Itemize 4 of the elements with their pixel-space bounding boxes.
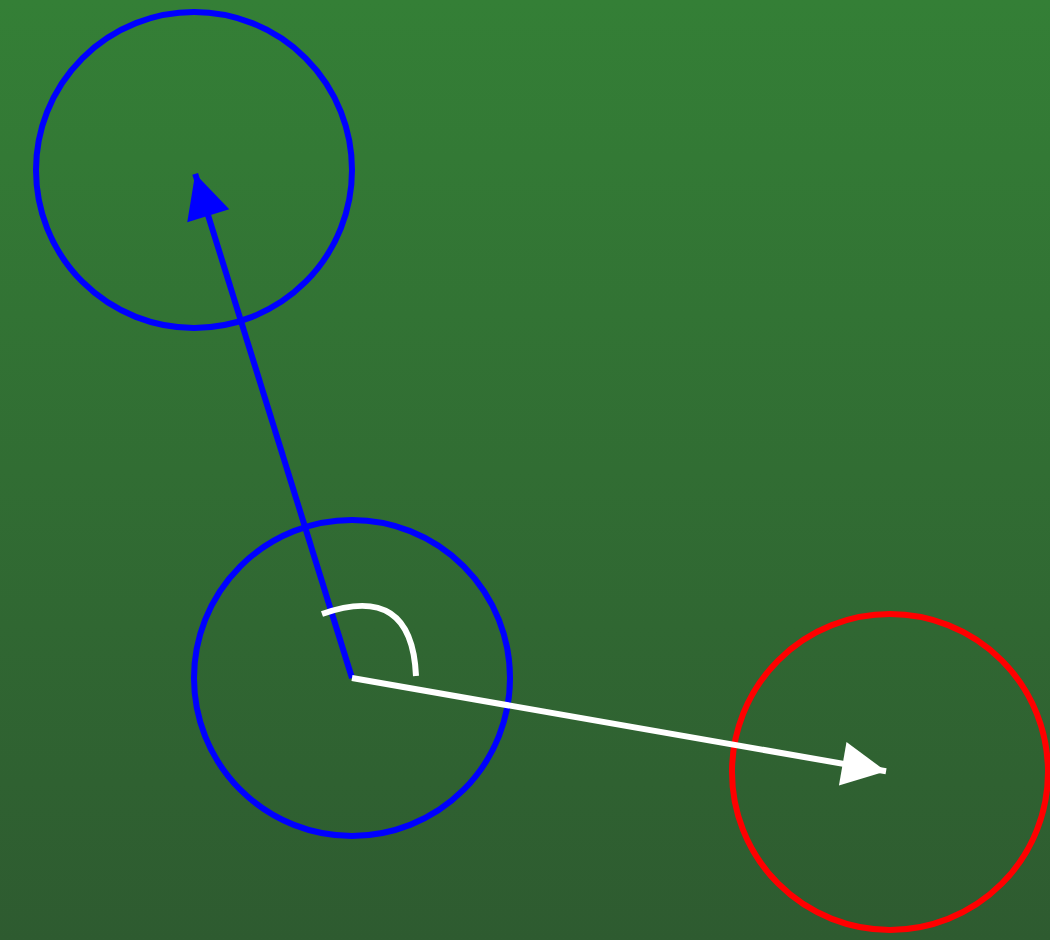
circle: [32, 8, 356, 332]
arrow: [187, 172, 355, 679]
arrow: [351, 675, 887, 786]
circle: [190, 516, 514, 840]
